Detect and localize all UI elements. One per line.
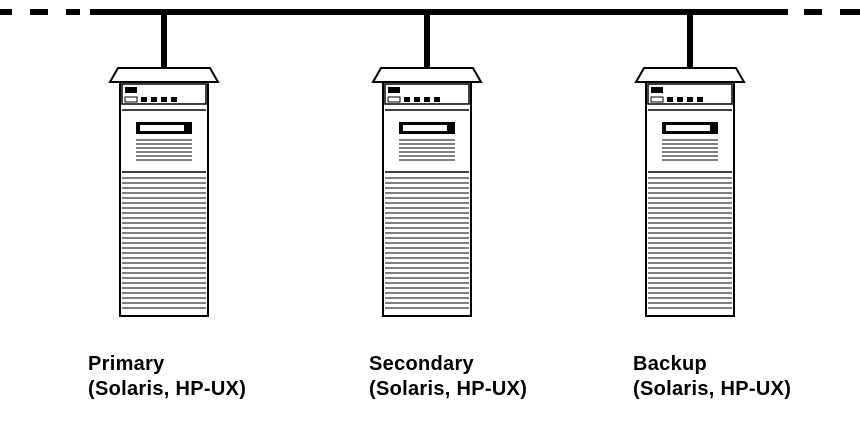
server-os: (Solaris, HP-UX): [633, 378, 792, 400]
server-os: (Solaris, HP-UX): [369, 378, 528, 400]
server-primary: [108, 12, 220, 317]
server-name: Secondary: [369, 353, 474, 375]
server-tower-icon: [371, 67, 483, 317]
server-name: Primary: [88, 353, 165, 375]
server-secondary: [371, 12, 483, 317]
server-os: (Solaris, HP-UX): [88, 378, 247, 400]
server-label-backup: Backup (Solaris, HP-UX): [633, 352, 791, 402]
server-name: Backup: [633, 353, 708, 375]
server-label-secondary: Secondary (Solaris, HP-UX): [369, 352, 527, 402]
server-backup: [634, 12, 746, 317]
server-tower-icon: [634, 67, 746, 317]
server-label-primary: Primary (Solaris, HP-UX): [88, 352, 246, 402]
server-tower-icon: [108, 67, 220, 317]
